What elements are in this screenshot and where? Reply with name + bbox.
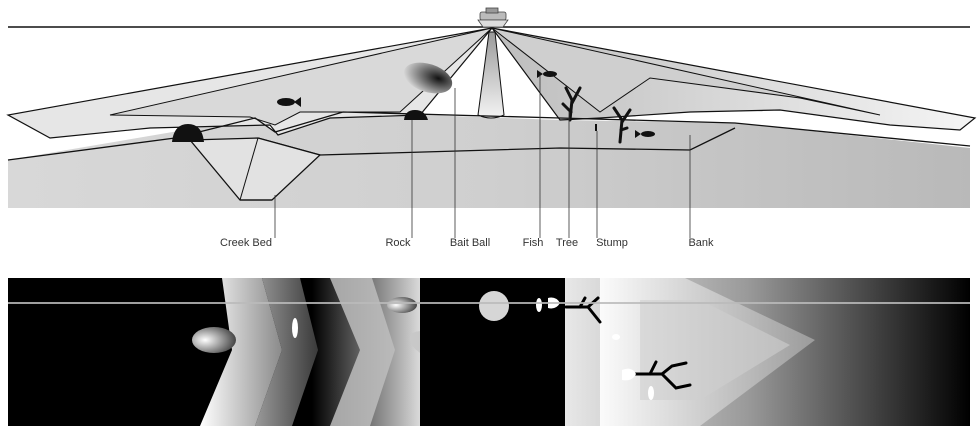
sonar-stump-echo	[612, 334, 620, 340]
sonar-fish-echo-4	[648, 386, 654, 400]
bait-ball-label: Bait Ball	[450, 237, 490, 249]
sonar-bait-return	[387, 297, 417, 313]
fish-label: Fish	[523, 237, 544, 249]
sonar-image-panel	[8, 278, 970, 426]
stump-icon	[595, 124, 597, 131]
stump-label: Stump	[596, 237, 628, 249]
sonar-bait-ball-return	[479, 291, 509, 321]
boat-icon	[478, 8, 508, 27]
sonar-rock-return	[192, 327, 236, 353]
sonar-fish-return	[292, 318, 298, 338]
cross-section-scene: Creek Bed Rock Bait Ball Fish Tree Stump…	[8, 8, 975, 249]
bank-label: Bank	[688, 237, 714, 249]
down-beam-cone	[478, 32, 504, 118]
creek-bed-label: Creek Bed	[220, 237, 272, 249]
sonar-fish-echo-2	[536, 298, 542, 312]
tree-label: Tree	[556, 237, 578, 249]
rock-label: Rock	[385, 237, 411, 249]
